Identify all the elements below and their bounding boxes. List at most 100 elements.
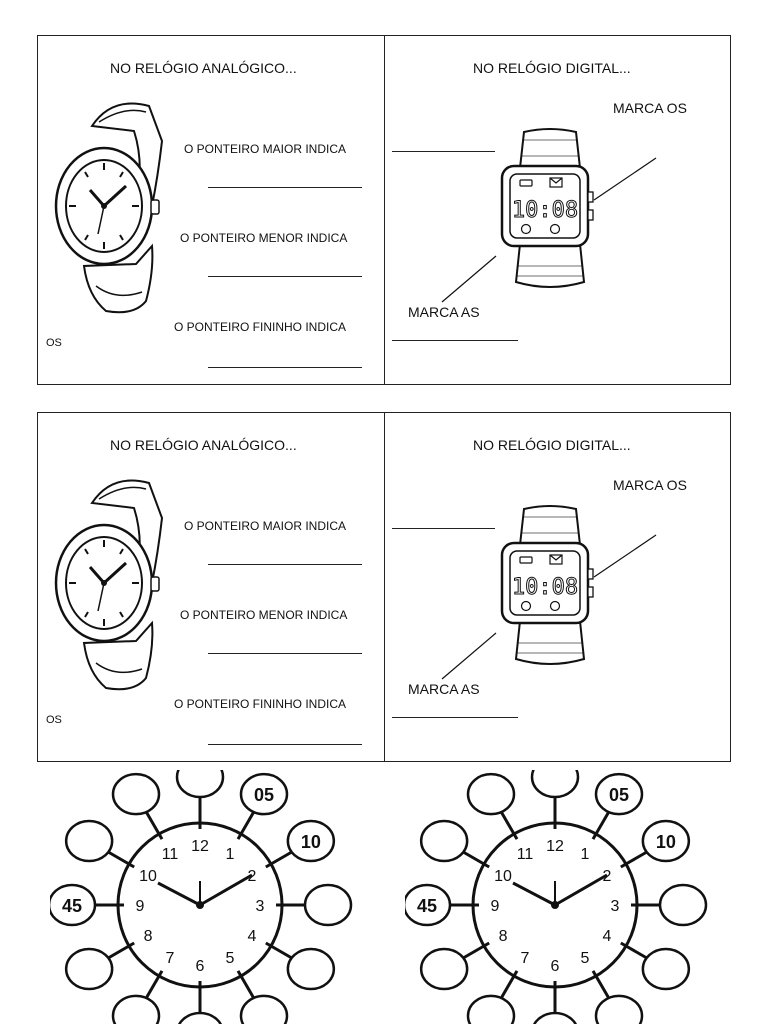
hour-hand	[512, 881, 556, 907]
hour-number: 8	[144, 928, 153, 945]
marca-os-label: MARCA OS	[613, 100, 687, 116]
minute-bubble[interactable]	[239, 994, 289, 1024]
bubble-connector	[620, 849, 650, 869]
bubble-connector	[105, 941, 135, 961]
hour-hand	[157, 881, 201, 907]
answer-line	[208, 744, 362, 745]
pointer-line-os	[593, 157, 657, 201]
minute-clock-left: 12051102345306784591011	[50, 770, 353, 1024]
minute-bubble[interactable]	[594, 994, 644, 1024]
hour-number: 12	[191, 838, 209, 855]
bubble-connector	[591, 810, 611, 840]
minute-bubble[interactable]	[64, 819, 114, 863]
minute-bubble[interactable]	[530, 770, 580, 799]
hour-number: 11	[517, 846, 534, 863]
minute-bubble[interactable]	[466, 772, 516, 816]
hour-number: 6	[196, 958, 205, 975]
bubble-connector	[144, 810, 164, 840]
hour-number: 4	[248, 928, 257, 945]
pointer-line-as	[441, 255, 497, 303]
answer-line	[208, 653, 362, 654]
bubble-connector	[265, 941, 295, 961]
analog-watch-illustration	[54, 102, 164, 314]
minute-bubble[interactable]	[175, 770, 225, 799]
pointer-minor-label: O PONTEIRO MENOR INDICA	[180, 231, 348, 245]
answer-line	[392, 340, 518, 341]
digital-watch-illustration: 10:08	[500, 128, 594, 288]
hour-number: 7	[521, 950, 530, 967]
pointer-major-label: O PONTEIRO MAIOR INDICA	[184, 519, 347, 533]
minute-bubble[interactable]	[466, 994, 516, 1024]
analog-heading: NO RELÓGIO ANALÓGICO...	[110, 60, 297, 76]
hour-number: 12	[546, 838, 564, 855]
hour-number: 7	[166, 950, 175, 967]
analog-watch-illustration	[54, 479, 164, 691]
answer-line	[208, 564, 362, 565]
hour-number: 1	[226, 846, 235, 863]
minute-bubble[interactable]	[177, 1011, 223, 1024]
digital-time-display: 10:08	[512, 575, 578, 600]
os-label: OS	[46, 714, 62, 726]
worksheet-card-1: NO RELÓGIO ANALÓGICO... NO RELÓGIO DIGIT…	[37, 35, 731, 385]
answer-line	[392, 151, 495, 152]
answer-line	[208, 367, 362, 368]
minute-bubble[interactable]	[641, 819, 691, 863]
answer-line	[208, 276, 362, 277]
minute-bubble-label: 45	[417, 896, 437, 916]
bubble-connector	[236, 970, 256, 1000]
digital-watch-illustration: 10:08	[500, 505, 594, 665]
minute-bubble[interactable]	[641, 947, 691, 991]
clock-center	[551, 901, 559, 909]
minute-bubble-label: 10	[656, 832, 676, 852]
pointer-major-label: O PONTEIRO MAIOR INDICA	[184, 142, 347, 156]
hour-number: 10	[139, 868, 157, 885]
minute-bubble[interactable]	[286, 819, 336, 863]
pointer-line-as	[441, 632, 497, 680]
minute-bubble[interactable]	[419, 819, 469, 863]
hour-number: 3	[611, 898, 620, 915]
minute-bubble[interactable]	[239, 772, 289, 816]
hour-number: 8	[499, 928, 508, 945]
minute-bubble[interactable]	[419, 947, 469, 991]
bubble-connector	[499, 810, 519, 840]
hour-number: 9	[136, 898, 145, 915]
answer-line	[392, 528, 495, 529]
pointer-thin-label: O PONTEIRO FININHO INDICA	[174, 697, 347, 711]
bubble-connector	[105, 849, 135, 869]
os-label: OS	[46, 337, 62, 349]
hour-number: 1	[581, 846, 590, 863]
pointer-line-os	[593, 534, 657, 578]
bubble-connector	[236, 810, 256, 840]
minute-bubble-label: 05	[254, 785, 274, 805]
minute-bubble[interactable]	[303, 883, 353, 927]
minute-bubble[interactable]	[405, 883, 452, 927]
bubble-connector	[591, 970, 611, 1000]
hour-number: 5	[226, 950, 235, 967]
marca-as-label: MARCA AS	[408, 304, 480, 320]
minute-bubble[interactable]	[532, 1011, 578, 1024]
minute-bubble[interactable]	[111, 994, 161, 1024]
hour-number: 5	[581, 950, 590, 967]
minute-bubble[interactable]	[64, 947, 114, 991]
minute-bubble[interactable]	[286, 947, 336, 991]
bubble-connector	[460, 941, 490, 961]
clock-worksheets: 12051102345306784591011 1205110234530678…	[0, 770, 768, 1024]
minute-bubble[interactable]	[594, 772, 644, 816]
minute-bubble[interactable]	[658, 883, 708, 927]
minute-bubble[interactable]	[111, 772, 161, 816]
minute-bubble-label: 10	[301, 832, 321, 852]
digital-heading: NO RELÓGIO DIGITAL...	[473, 437, 631, 453]
marca-as-label: MARCA AS	[408, 681, 480, 697]
marca-os-label: MARCA OS	[613, 477, 687, 493]
analog-heading: NO RELÓGIO ANALÓGICO...	[110, 437, 297, 453]
minute-bubble[interactable]	[50, 883, 97, 927]
hour-number: 6	[551, 958, 560, 975]
worksheet-card-2: NO RELÓGIO ANALÓGICO... NO RELÓGIO DIGIT…	[37, 412, 731, 762]
bubble-connector	[499, 970, 519, 1000]
digital-time-display: 10:08	[512, 198, 578, 223]
minute-hand	[199, 873, 253, 907]
pointer-thin-label: O PONTEIRO FININHO INDICA	[174, 320, 347, 334]
hour-number: 10	[494, 868, 512, 885]
minute-hand	[554, 873, 608, 907]
hour-number: 3	[256, 898, 265, 915]
